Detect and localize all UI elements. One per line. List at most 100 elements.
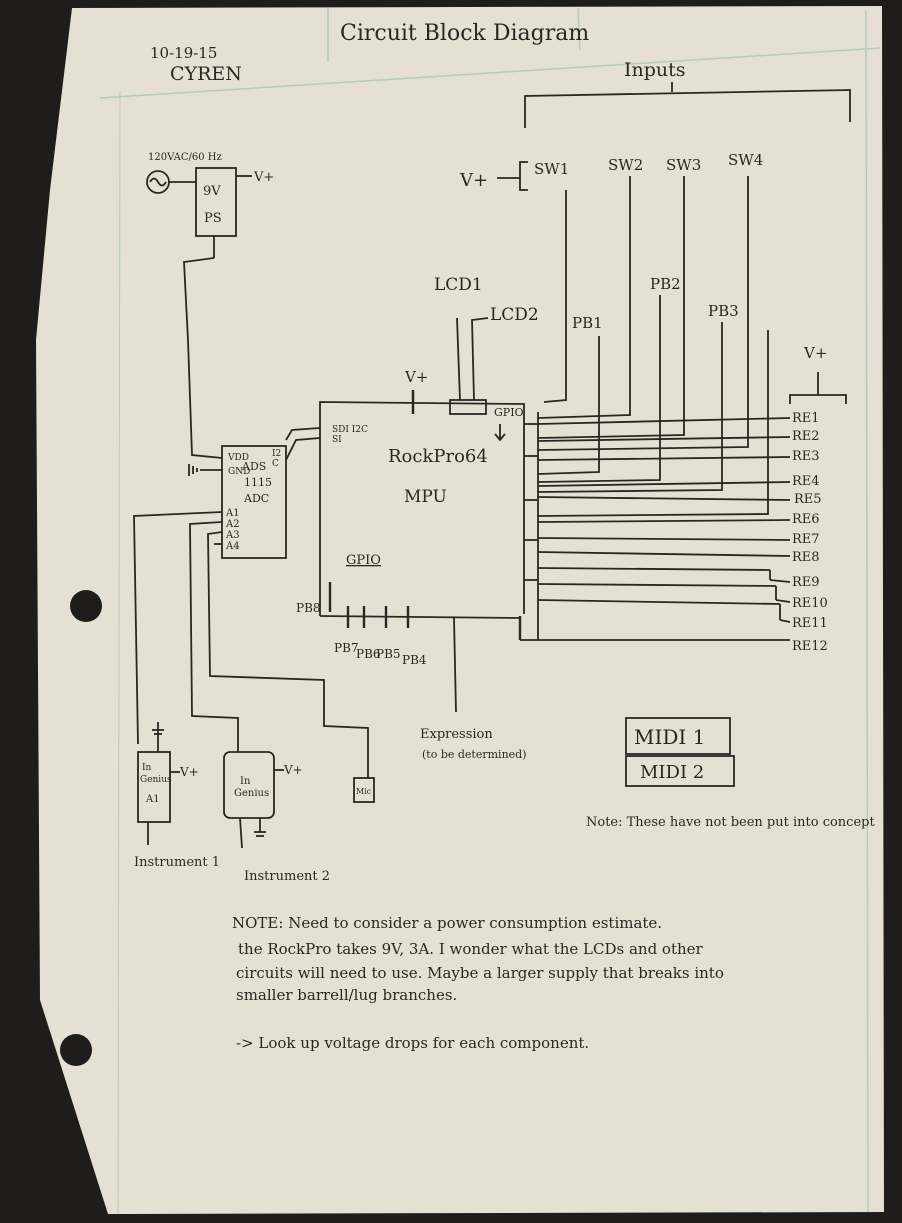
gpio-arrow: [494, 424, 506, 442]
i2c-wire-top: [285, 427, 321, 441]
adc-vdd-label: VDD: [227, 453, 249, 463]
power-supply-voltage: 9V: [203, 184, 221, 199]
adc-pin-a1: A1: [225, 508, 240, 519]
pb2-label: PB2: [650, 275, 681, 293]
mic-box: [353, 777, 375, 803]
lcd-connector: [449, 399, 487, 415]
re7-label: RE7: [792, 532, 820, 547]
header-rule: [99, 47, 881, 99]
margin-rule-right: [865, 9, 869, 1213]
mpu-type: MPU: [404, 487, 447, 507]
re2-label: RE2: [792, 429, 820, 444]
re8-label: RE8: [792, 550, 820, 565]
sw3-wire: [537, 176, 685, 439]
inputs-bracket: [524, 89, 851, 128]
sw4-label: SW4: [728, 151, 763, 169]
pb1-label: PB1: [572, 314, 603, 332]
pb2-wire: [537, 295, 661, 483]
adc-a3-wire: [207, 531, 369, 778]
rotary-encoder-labels: RE1 RE2 RE3 RE4 RE5 RE6 RE7 RE8 RE9 RE10…: [792, 411, 828, 654]
preamp-1-vplus: V+: [179, 765, 199, 779]
note-line-4: smaller barrell/lug branches.: [236, 986, 457, 1004]
midi-note: Note: These have not been put into conce…: [586, 815, 875, 830]
adc-pin-a3: A3: [225, 530, 240, 541]
adc-type: ADC: [243, 492, 269, 505]
pb3-label: PB3: [708, 302, 739, 320]
re5-label: RE5: [794, 492, 822, 507]
power-vplus-label: V+: [253, 170, 274, 185]
punch-hole-bottom: [60, 1034, 92, 1066]
adc-box: [221, 445, 287, 559]
pb1-wire: [537, 336, 600, 475]
re4-label: RE4: [792, 474, 820, 489]
mpu-sdi-label: SDI I2C: [332, 425, 368, 435]
lcd2-wire: [471, 317, 489, 401]
mic-label: Mic: [356, 787, 372, 796]
re9-label: RE9: [792, 575, 820, 590]
expression-label: Expression: [420, 727, 493, 742]
pb8-label: PB8: [296, 601, 321, 615]
re11-label: RE11: [792, 616, 828, 631]
header-author: CYREN: [170, 63, 242, 85]
paper-sheet: [36, 6, 884, 1214]
preamp-2-vplus: V+: [283, 763, 303, 777]
inputs-label: Inputs: [624, 59, 686, 81]
lcd1-wire: [456, 317, 461, 401]
power-supply-label: PS: [204, 211, 222, 226]
expression-wire: [453, 617, 457, 713]
i2c-wire-bottom: [285, 437, 321, 461]
note-line-5: -> Look up voltage drops for each compon…: [236, 1034, 589, 1052]
inputs-vplus-label: V+: [459, 170, 488, 191]
adc-name: ADS: [241, 460, 266, 473]
pb6-label: PB6: [356, 647, 381, 661]
sw3-label: SW3: [666, 156, 701, 174]
header-date: 10-19-15: [150, 44, 217, 62]
pb7-label: PB7: [334, 641, 359, 655]
ac-source-label: 120VAC/60 Hz: [148, 152, 222, 163]
power-wire: [183, 257, 223, 459]
mpu-name: RockPro64: [388, 446, 488, 467]
sw1-label: SW1: [534, 160, 569, 178]
preamp-1-line1: In: [142, 763, 152, 773]
sw1-wire: [543, 190, 567, 403]
pb5-label: PB5: [376, 647, 401, 661]
re6-label: RE6: [792, 512, 820, 527]
margin-rule-left: [117, 91, 121, 1215]
preamp-2-line1: In: [240, 776, 251, 787]
adc-pin-a4: A4: [225, 541, 240, 552]
preamp-2-line2: Genius: [234, 788, 269, 799]
adc-gnd-label: GND: [228, 467, 250, 477]
mpu-vplus-label: V+: [404, 368, 428, 386]
preamp-1-box: [137, 751, 171, 823]
preamp-1-line2: Genius: [140, 775, 172, 785]
midi-2-label: MIDI 2: [640, 762, 704, 783]
lcd1-label: LCD1: [434, 275, 483, 295]
instrument-2-label: Instrument 2: [244, 869, 330, 884]
adc-a2-wire: [189, 521, 239, 752]
mpu-gpio-left-label: GPIO: [346, 553, 381, 568]
re12-label: RE12: [792, 639, 828, 654]
midi-1-box: [625, 717, 731, 755]
re1-label: RE1: [792, 411, 820, 426]
re-bracket: [789, 394, 847, 404]
mpu-gpio-top-label: GPIO: [494, 406, 524, 419]
adc-a1-wire: [133, 511, 223, 745]
gpio-pin-lines: [524, 423, 538, 581]
notes-block: NOTE: Need to consider a power consumpti…: [232, 914, 724, 1052]
lcd2-label: LCD2: [490, 305, 539, 325]
sw4-wire: [537, 176, 749, 451]
mpu-box: [319, 401, 525, 616]
instrument-1-label: Instrument 1: [134, 855, 220, 870]
adc-c-label: C: [272, 459, 279, 469]
sw2-wire: [537, 176, 631, 419]
note-line-2: the RockPro takes 9V, 3A. I wonder what …: [238, 940, 704, 958]
header-divider-right: [577, 7, 581, 51]
midi-2-box: [625, 755, 735, 787]
diagram-title: Circuit Block Diagram: [340, 21, 589, 46]
re3-label: RE3: [792, 449, 820, 464]
preamp-1-line3: A1: [145, 794, 160, 805]
punch-hole-middle: [70, 590, 102, 622]
preamp-2-box: [223, 751, 275, 819]
re10-label: RE10: [792, 596, 828, 611]
